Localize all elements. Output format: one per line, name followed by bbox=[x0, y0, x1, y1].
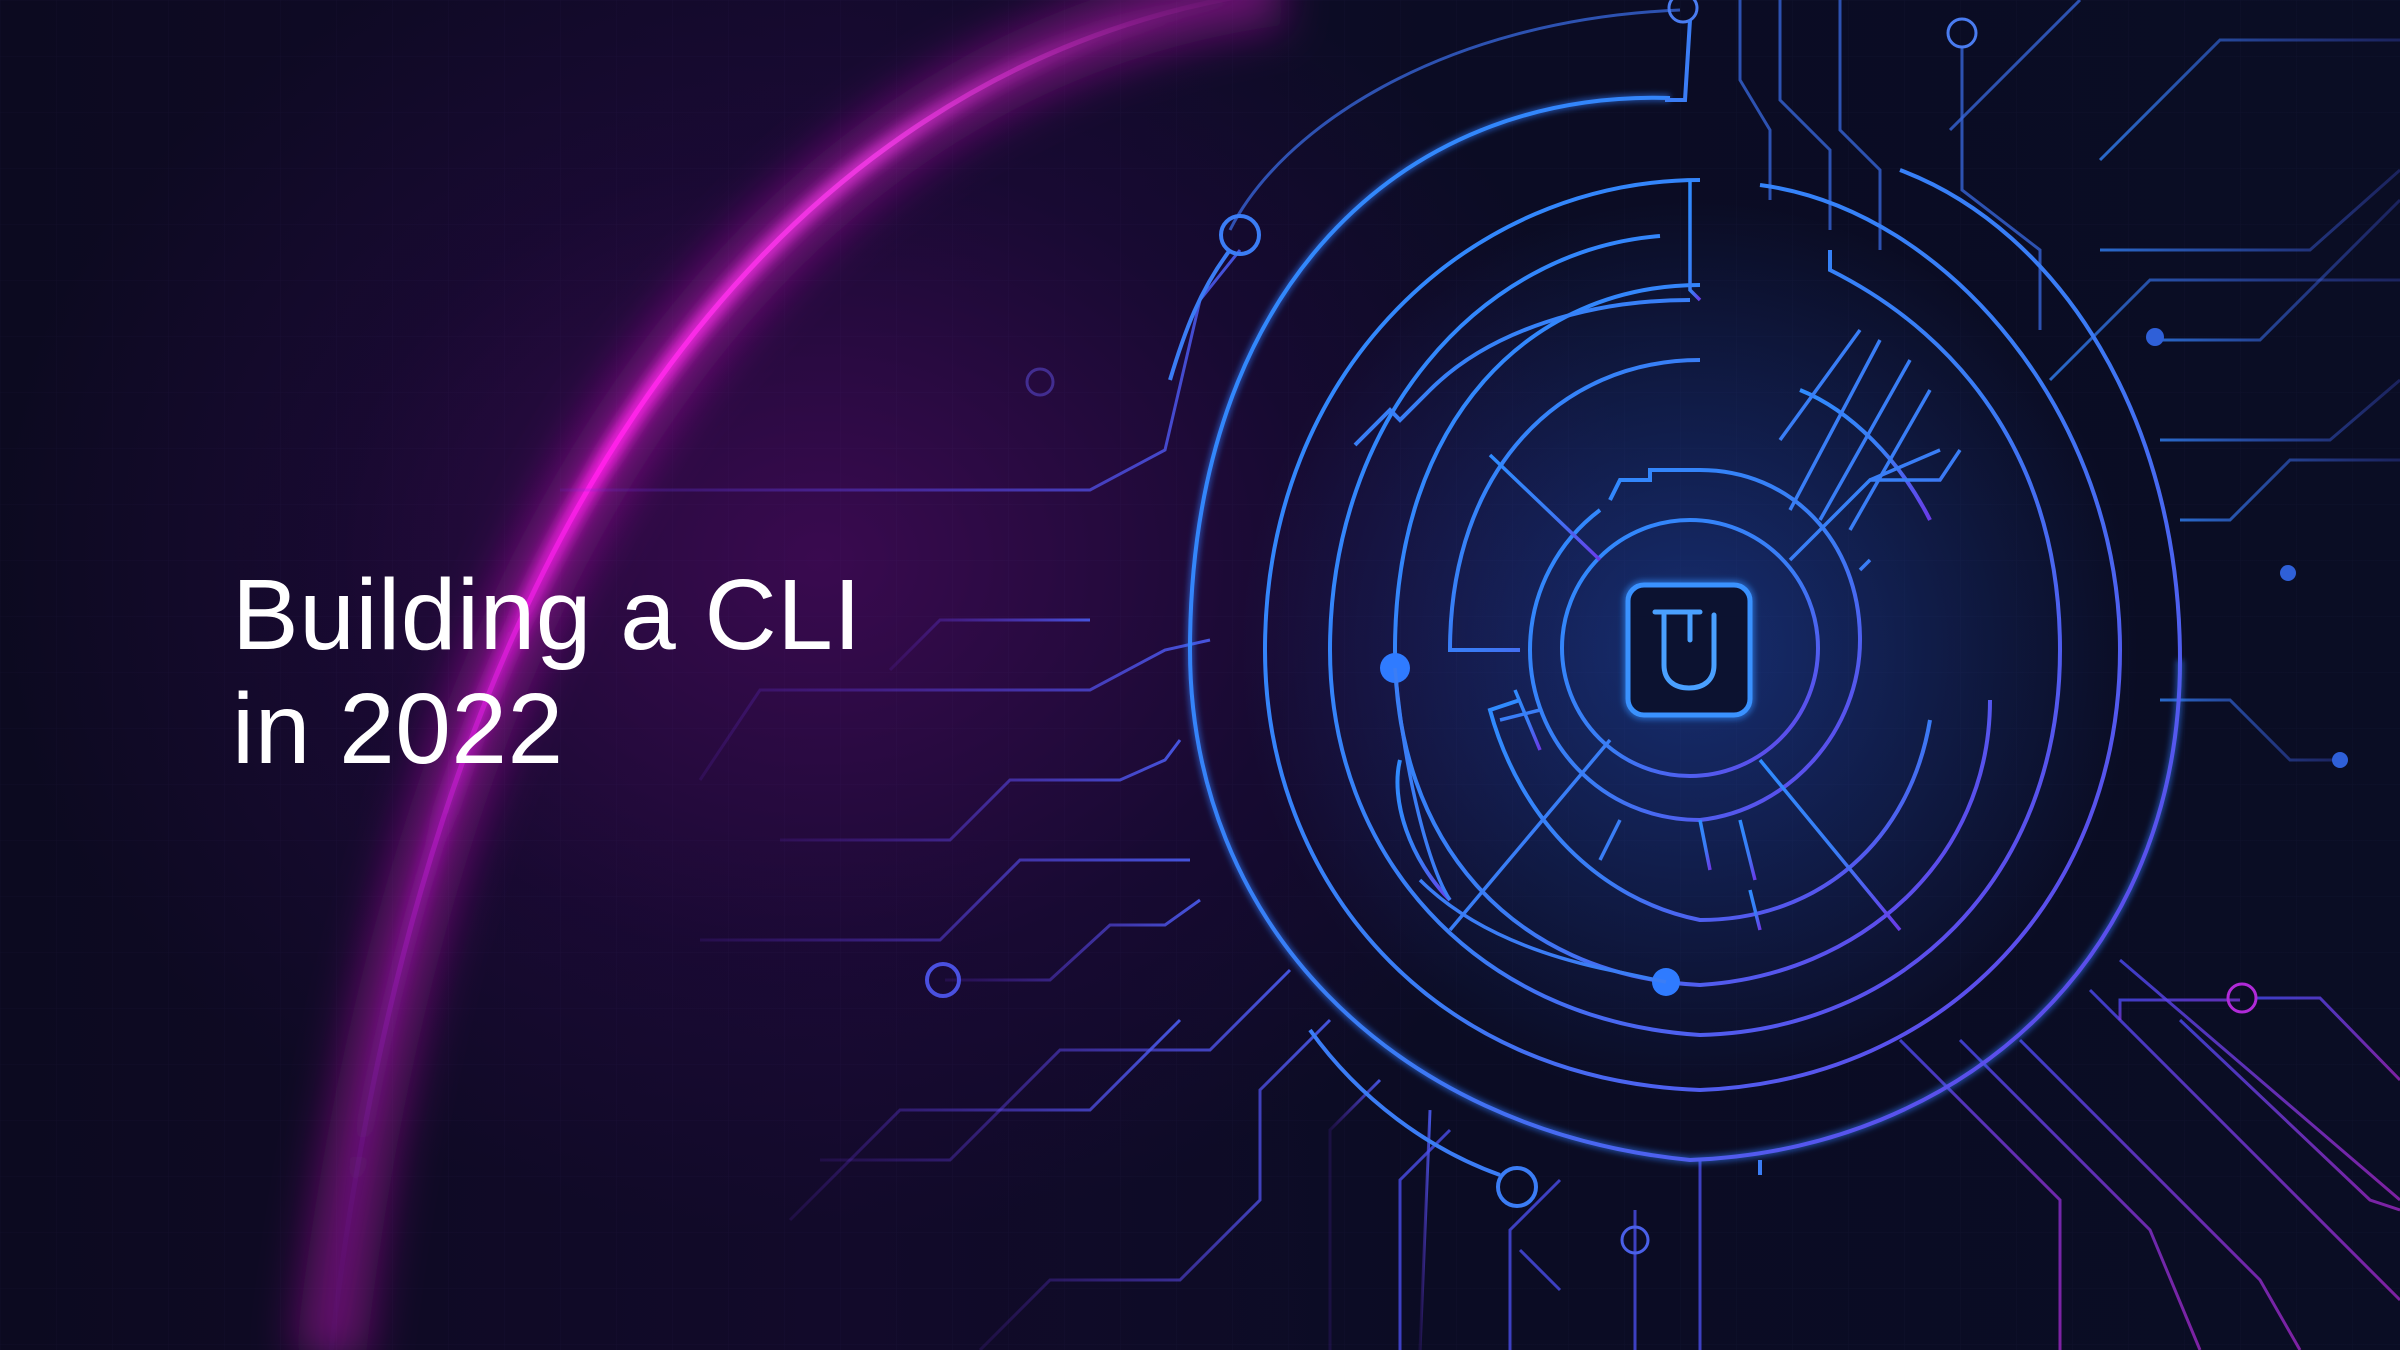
title-line-2: in 2022 bbox=[232, 673, 564, 785]
circuit-traces-bottom bbox=[1398, 1128, 1702, 1350]
circuit-traces-right bbox=[2048, 38, 2400, 812]
glow-arc bbox=[295, 0, 1285, 1350]
circuit-traces-left bbox=[560, 249, 1432, 1350]
circuit-traces-top bbox=[1228, 0, 2082, 330]
circuit-emblem bbox=[925, 19, 2184, 1208]
page-title: Building a CLI in 2022 bbox=[232, 558, 862, 786]
circuit-traces-bottom-right bbox=[1778, 958, 2400, 1350]
title-line-1: Building a CLI bbox=[232, 559, 862, 671]
circuit-logo-icon bbox=[1623, 580, 1755, 720]
